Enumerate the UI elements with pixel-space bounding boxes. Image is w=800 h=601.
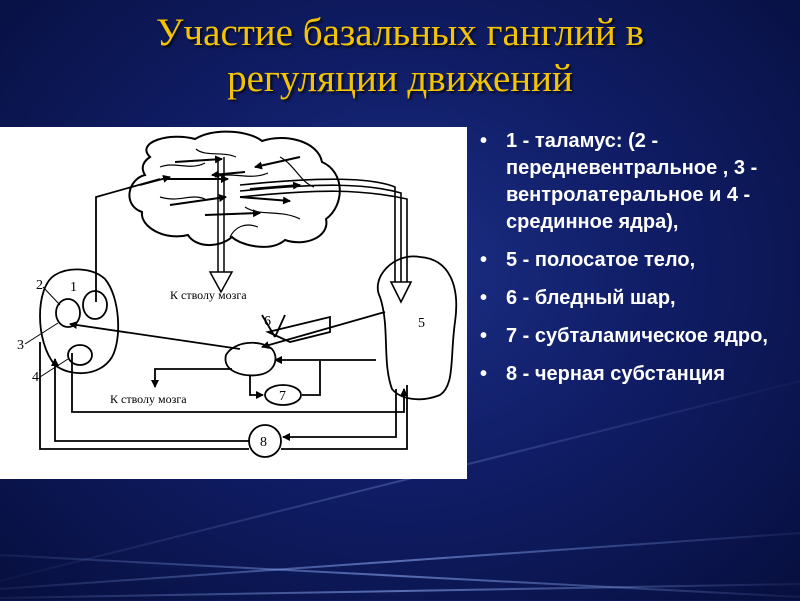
descending-pathway-arrow <box>208 157 234 294</box>
bullet-icon: • <box>480 325 488 347</box>
diagram-number-2: 2 <box>36 278 43 293</box>
bullet-icon: • <box>480 249 488 271</box>
slide-title-line-2: регуляции движений <box>227 57 573 100</box>
brain-outline <box>128 130 341 248</box>
diagram-number-4: 4 <box>32 370 39 385</box>
legend-item-subthalamic-nucleus: • 7 - субталамическое ядро, <box>480 323 798 350</box>
legend-item-text: 6 - бледный шар, <box>506 287 676 309</box>
diagram-number-8: 8 <box>260 435 267 450</box>
striatum <box>377 255 458 401</box>
legend-item-text: 8 - черная субстанция <box>506 363 725 385</box>
slide-title: Участие базальных ганглий в регуляции дв… <box>40 10 760 102</box>
diagram-number-7: 7 <box>279 389 286 404</box>
diagram-number-6: 6 <box>264 314 271 329</box>
legend-item-substantia-nigra: • 8 - черная субстанция <box>480 361 798 388</box>
legend-item-text: 1 - таламус: (2 - передневентральное , 3… <box>506 130 758 233</box>
cortex-arrows <box>165 155 301 218</box>
brainstem-label-bottom: К стволу мозга <box>110 392 187 406</box>
bullet-icon: • <box>480 287 488 309</box>
diagram-svg: 1 2 3 4 5 6 7 8 К стволу мозга К стволу … <box>17 130 458 458</box>
diagram-number-5: 5 <box>418 316 425 331</box>
bullet-icon: • <box>480 130 488 152</box>
diagram-number-1: 1 <box>70 280 77 295</box>
bullet-icon: • <box>480 363 488 385</box>
label-pointers <box>24 286 69 378</box>
slide-title-line-1: Участие базальных ганглий в <box>155 11 645 54</box>
legend-item-globus-pallidus: • 6 - бледный шар, <box>480 285 798 312</box>
subthalamic-nucleus <box>264 384 302 406</box>
brainstem-label-top: К стволу мозга <box>170 288 247 302</box>
corticostriatal-pathway <box>239 178 413 304</box>
basal-ganglia-diagram: 1 2 3 4 5 6 7 8 К стволу мозга К стволу … <box>0 127 467 479</box>
background-beam <box>0 550 800 601</box>
thalamocortical-pathway <box>95 174 171 302</box>
thalamus <box>39 268 120 375</box>
legend-item-text: 5 - полосатое тело, <box>506 249 696 271</box>
legend-list: • 1 - таламус: (2 - передневентральное , … <box>480 128 798 399</box>
globus-pallidus <box>224 314 331 377</box>
legend-item-text: 7 - субталамическое ядро, <box>506 325 768 347</box>
legend-item-thalamus: • 1 - таламус: (2 - передневентральное , … <box>480 128 798 236</box>
connection-arrows <box>39 311 408 450</box>
legend-item-striatum: • 5 - полосатое тело, <box>480 247 798 274</box>
diagram-number-3: 3 <box>17 338 24 353</box>
